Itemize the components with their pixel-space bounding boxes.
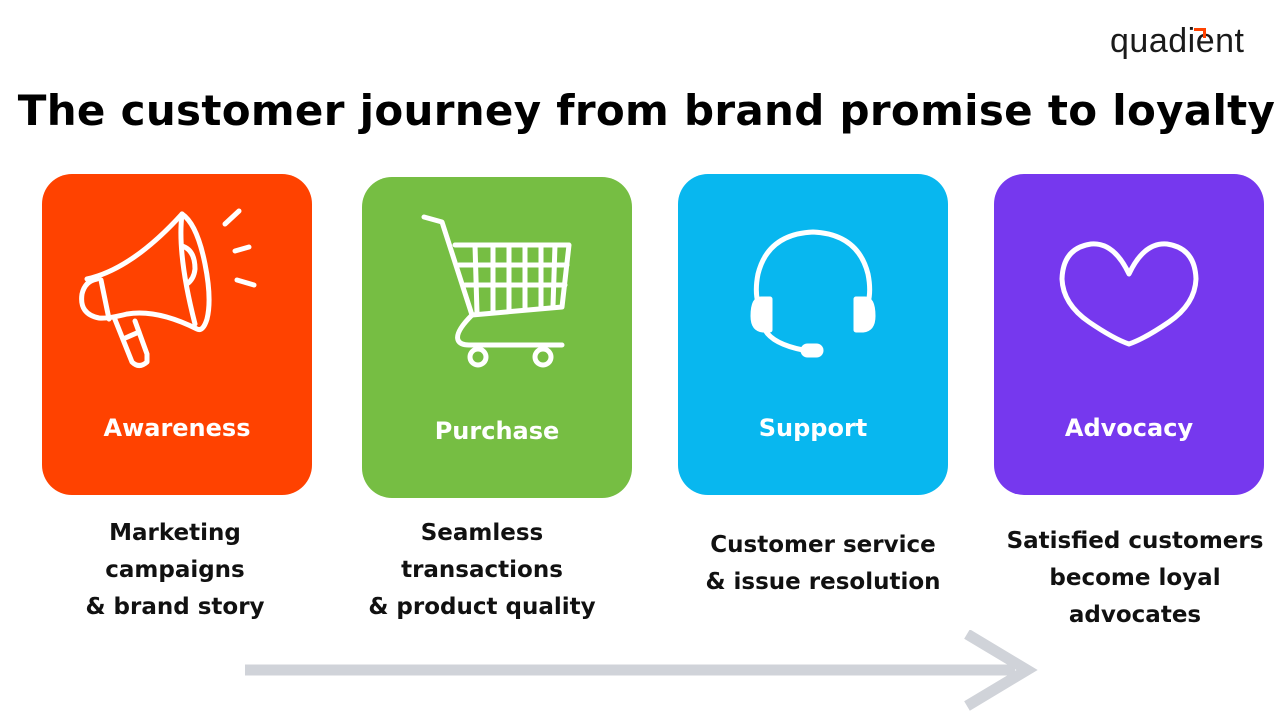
desc-line: campaigns — [105, 557, 245, 583]
stage-description: Satisfied customers become loyal advocat… — [985, 523, 1280, 634]
stage-card-awareness: Awareness — [42, 174, 312, 495]
journey-arrow — [245, 630, 1038, 711]
desc-line: & product quality — [368, 594, 596, 620]
desc-line: & issue resolution — [705, 569, 941, 595]
stage-description: Marketing campaigns & brand story — [25, 515, 325, 626]
megaphone-icon — [79, 208, 257, 368]
shopping-cart-icon — [421, 214, 572, 368]
desc-line: Marketing — [109, 520, 241, 546]
headset-icon — [750, 229, 876, 358]
stage-label: Support — [758, 414, 868, 442]
desc-line: become loyal — [1049, 565, 1221, 591]
stage-label: Purchase — [434, 417, 560, 445]
stage-card-purchase: Purchase — [362, 177, 632, 498]
stage-label: Advocacy — [1064, 414, 1194, 442]
logo-text: quadient — [1110, 22, 1245, 60]
desc-line: transactions — [401, 557, 563, 583]
stage-description: Customer service & issue resolution — [673, 527, 973, 601]
stage-card-advocacy: Advocacy — [994, 174, 1264, 495]
stage-card-support: Support — [678, 174, 948, 495]
stage-description: Seamless transactions & product quality — [332, 515, 632, 626]
desc-line: Seamless — [420, 520, 544, 546]
desc-line: advocates — [1068, 602, 1202, 628]
desc-line: Customer service — [710, 532, 936, 558]
heart-icon — [1059, 241, 1199, 347]
page-title: The customer journey from brand promise … — [17, 86, 1276, 135]
stage-label: Awareness — [103, 414, 251, 442]
quadient-logo: quadient — [1110, 22, 1244, 61]
desc-line: & brand story — [85, 594, 265, 620]
desc-line: Satisfied customers — [1006, 528, 1264, 554]
